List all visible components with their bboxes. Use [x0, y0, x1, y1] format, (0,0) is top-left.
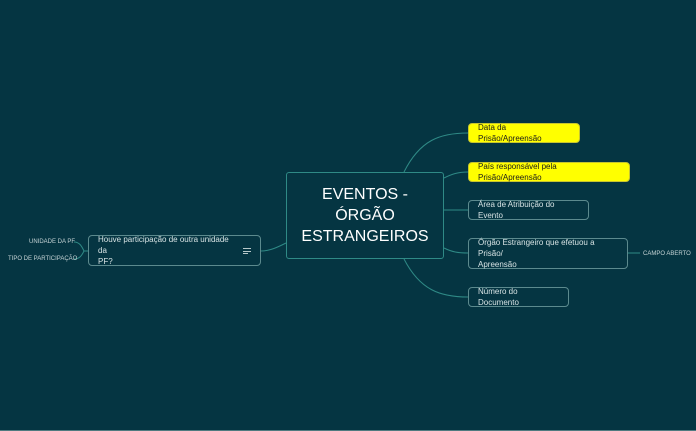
subtopic-unidade-pf[interactable]: UNIDADE DA PF — [29, 238, 75, 246]
central-topic[interactable]: EVENTOS - ÓRGÃO ESTRANGEIROS — [286, 172, 444, 259]
topic-houve-participacao[interactable]: Houve participação de outra unidade da P… — [88, 235, 261, 266]
topic-data-prisao[interactable]: Data da Prisão/Apreensão — [468, 123, 580, 143]
topic-label-line1: Órgão Estrangeiro que efetuou a Prisão/ — [478, 238, 595, 258]
topic-area-atribuicao[interactable]: Área de Atribuição do Evento — [468, 200, 589, 220]
central-topic-line1: EVENTOS - — [322, 186, 408, 203]
subtopic-tipo-participacao[interactable]: TIPO DE PARTICIPAÇÃO — [8, 255, 77, 263]
topic-label-line2: Apreensão — [478, 260, 517, 269]
topic-label: País responsável pela Prisão/Apreensão — [478, 162, 557, 182]
central-topic-text: EVENTOS - ÓRGÃO ESTRANGEIROS — [301, 184, 428, 247]
topic-label: Número do Documento — [478, 287, 519, 307]
subtopic-label: UNIDADE DA PF — [29, 239, 76, 245]
subtopic-label: CAMPO ABERTO — [643, 251, 691, 257]
topic-label-line1: Houve participação de outra unidade da — [98, 235, 229, 255]
topic-label: Data da Prisão/Apreensão — [478, 123, 542, 143]
topic-label: Área de Atribuição do Evento — [478, 200, 555, 220]
topic-numero-documento[interactable]: Número do Documento — [468, 287, 569, 307]
topic-label: Órgão Estrangeiro que efetuou a Prisão/ … — [478, 237, 618, 270]
topic-pais-responsavel[interactable]: País responsável pela Prisão/Apreensão — [468, 162, 630, 182]
topic-orgao-estrangeiro[interactable]: Órgão Estrangeiro que efetuou a Prisão/ … — [468, 238, 628, 269]
topic-label: Houve participação de outra unidade da P… — [98, 234, 238, 267]
subtopic-label: TIPO DE PARTICIPAÇÃO — [8, 256, 78, 262]
central-topic-line2: ÓRGÃO — [335, 207, 395, 224]
topic-label-line2: PF? — [98, 257, 113, 266]
central-topic-line3: ESTRANGEIROS — [301, 228, 429, 245]
notes-icon[interactable] — [243, 248, 251, 254]
subtopic-campo-aberto[interactable]: CAMPO ABERTO — [643, 250, 691, 258]
